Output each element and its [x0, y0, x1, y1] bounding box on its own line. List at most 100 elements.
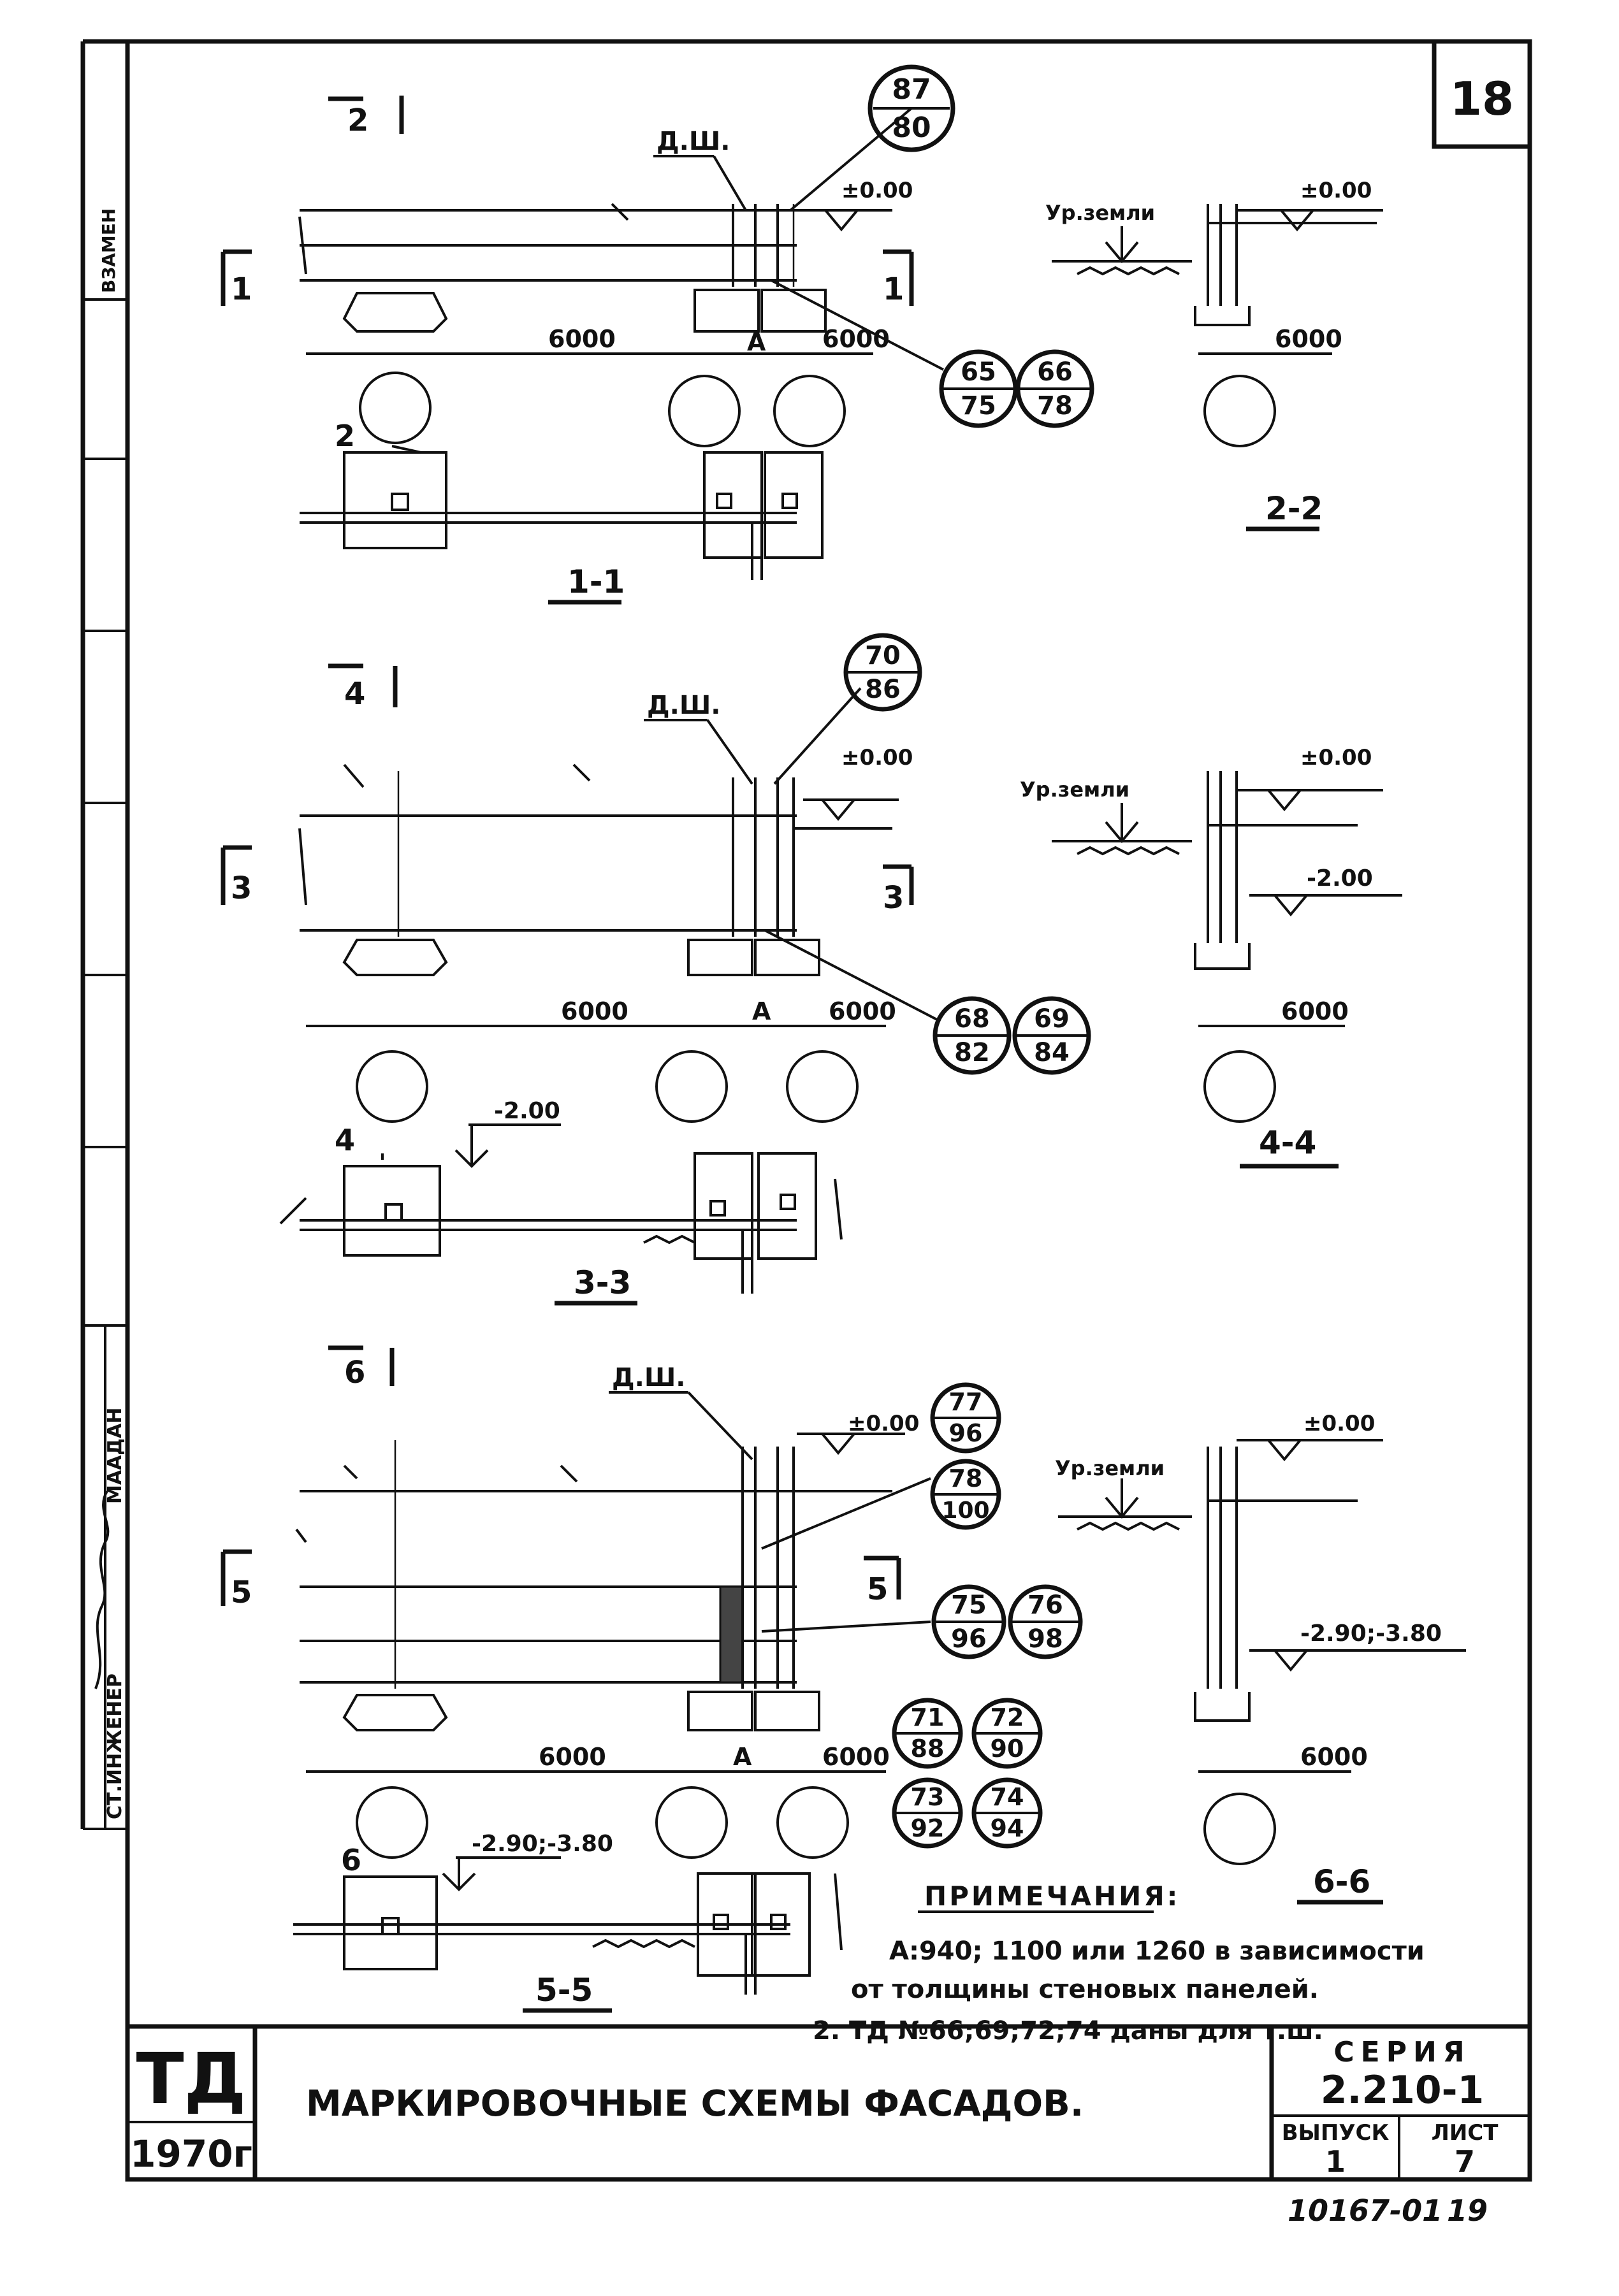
marker-bottom: 96: [951, 1624, 987, 1654]
marker-65-75: 65 75: [939, 349, 1018, 428]
marker-top: 76: [1027, 1591, 1063, 1620]
axis-circle-3a: [356, 1050, 428, 1123]
ground-label-2: Ур.земли: [1045, 201, 1155, 225]
dim-6000-4: 6000: [1281, 997, 1349, 1025]
page-number: 18: [1450, 72, 1514, 126]
axis-circle-1c: [773, 375, 846, 447]
cut-bottom-1: 2: [335, 419, 355, 453]
series-label: СЕРИЯ: [1333, 2036, 1470, 2069]
issue-label: ВЫПУСК: [1282, 2120, 1390, 2146]
cut-right-3: 3: [883, 880, 904, 916]
marker-top: 74: [991, 1783, 1024, 1811]
level-minus290-6: -2.90;-3.80: [1300, 1621, 1442, 1647]
margin-engineer-name: МААДАН: [104, 1408, 126, 1504]
dim-6000-6: 6000: [1300, 1743, 1368, 1771]
level-zero-6: ±0.00: [1303, 1411, 1375, 1436]
dim-6000-5b: 6000: [822, 1743, 890, 1771]
margin-stamp-top: ВЗАМЕН: [98, 208, 119, 293]
cut-right-1: 1: [883, 271, 904, 307]
issue-number: 1: [1325, 2144, 1346, 2179]
dim-6000-1b: 6000: [822, 325, 890, 353]
level-zero-5: ±0.00: [848, 1411, 919, 1436]
notes-heading: ПРИМЕЧАНИЯ:: [924, 1881, 1180, 1912]
marker-top: 78: [949, 1464, 983, 1492]
marker-72-90: 72 90: [971, 1698, 1043, 1769]
axis-a-3: А: [752, 997, 771, 1025]
level-minus200-3: -2.00: [494, 1098, 560, 1124]
marker-77-96: 77 96: [930, 1382, 1001, 1454]
marker-bottom: 98: [1027, 1624, 1063, 1654]
plan-3-3: [279, 1152, 843, 1294]
axis-circle-1a: [359, 372, 432, 444]
marker-top: 66: [1037, 357, 1073, 387]
marker-bottom: 100: [941, 1498, 989, 1524]
plan-1-1: [300, 445, 824, 580]
axis-circle-4: [1203, 1050, 1276, 1123]
level-minus200-4: -2.00: [1307, 865, 1373, 892]
notes-line-2: от толщины стеновых панелей.: [851, 1975, 1319, 2004]
marker-68-82: 68 82: [933, 996, 1012, 1075]
year: 1970г: [130, 2132, 252, 2176]
marker-bottom: 75: [961, 391, 996, 421]
marker-bottom: 94: [991, 1814, 1024, 1842]
marker-bottom: 78: [1037, 391, 1073, 421]
marker-76-98: 76 98: [1008, 1584, 1083, 1659]
engineer-signature: [94, 1490, 110, 1689]
dsh-label-3: Д.Ш.: [647, 691, 720, 720]
axis-circle-2: [1203, 375, 1276, 447]
level-zero-3: ±0.00: [841, 745, 913, 770]
marker-bottom: 84: [1034, 1038, 1070, 1067]
level-minus290-5: -2.90;-3.80: [472, 1831, 613, 1857]
axis-circle-5c: [776, 1786, 849, 1859]
section-6-6: [1058, 1447, 1358, 1722]
marker-71-88: 71 88: [892, 1698, 963, 1769]
dim-6000-3b: 6000: [829, 997, 896, 1025]
plan-5-5: [293, 1872, 843, 1995]
marker-top: 72: [991, 1703, 1024, 1731]
marker-bottom: 80: [892, 112, 931, 144]
notes-line-3: 2. ТД №66;69;72;74 даны для т.ш.: [813, 2016, 1323, 2046]
sheet-frame: [80, 39, 1532, 2182]
section-4-4: [1052, 771, 1358, 970]
cut-bottom-3: 4: [335, 1123, 355, 1157]
axis-circle-5a: [356, 1786, 428, 1859]
section-title-4-4: 4-4: [1259, 1124, 1316, 1161]
axis-a-5: А: [733, 1743, 752, 1771]
marker-top: 69: [1034, 1004, 1070, 1034]
section-title-1-1: 1-1: [567, 563, 625, 600]
ground-label-6: Ур.земли: [1055, 1456, 1165, 1480]
axis-circle-5b: [655, 1786, 728, 1859]
section-title-3-3: 3-3: [574, 1264, 631, 1301]
marker-top: 70: [865, 641, 901, 670]
axis-circle-1b: [668, 375, 741, 447]
cut-top-3: 4: [344, 676, 365, 712]
section-title-2-2: 2-2: [1265, 490, 1323, 527]
cut-left-1: 1: [231, 271, 252, 307]
marker-87-80: 87 80: [868, 64, 955, 152]
dsh-label-1: Д.Ш.: [657, 127, 730, 156]
page-number-box: [1432, 39, 1532, 149]
ground-label-4: Ур.земли: [1020, 777, 1129, 802]
marker-73-92: 73 92: [892, 1777, 963, 1849]
series-number: 2.210-1: [1321, 2068, 1484, 2112]
axis-circle-3c: [786, 1050, 859, 1123]
marker-top: 71: [911, 1703, 945, 1731]
marker-78-100: 78 100: [930, 1459, 1001, 1530]
cut-top-5: 6: [344, 1355, 365, 1390]
elevation-3: [298, 687, 938, 1021]
axis-circle-3b: [655, 1050, 728, 1123]
sheet-number: 7: [1455, 2144, 1475, 2179]
axis-a-1: А: [747, 328, 766, 356]
cut-right-5: 5: [867, 1571, 888, 1607]
dim-6000-3a: 6000: [561, 997, 628, 1025]
marker-top: 87: [892, 73, 931, 106]
dim-6000-5a: 6000: [539, 1743, 606, 1771]
title-block: [127, 2024, 1530, 2179]
marker-66-78: 66 78: [1015, 349, 1094, 428]
section-title-6-6: 6-6: [1313, 1863, 1370, 1900]
archive-number: 10167-01: [1288, 2193, 1442, 2228]
elevation-5: [295, 1440, 931, 1731]
cut-bottom-5: 6: [341, 1843, 361, 1877]
archive-page: 19: [1447, 2193, 1488, 2228]
